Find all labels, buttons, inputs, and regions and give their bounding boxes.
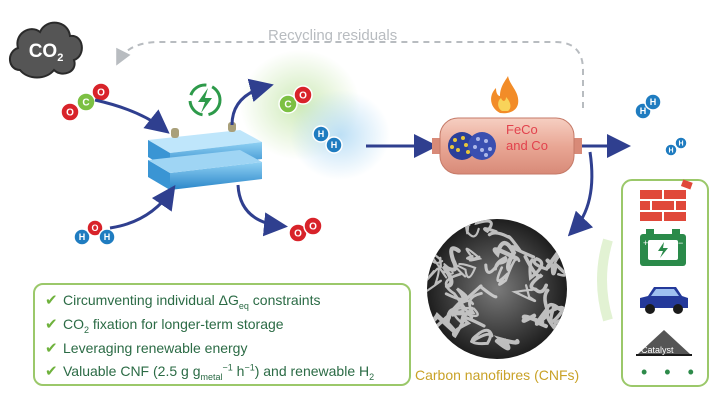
catalyst-label: Catalyst [641, 345, 674, 355]
cnf-label: Carbon nanofibres (CNFs) [415, 367, 580, 383]
recycle-label: Recycling residuals [268, 27, 398, 44]
svg-text:H: H [331, 140, 338, 150]
reactor-catalyst-label: FeCo and Co [506, 122, 548, 154]
fibre-strand [444, 272, 474, 319]
car-icon [640, 287, 688, 314]
fibre-strand [461, 219, 498, 234]
fibre-strand [427, 219, 446, 237]
benefit-item: ✔CO2 fixation for longer-term storage [45, 316, 284, 335]
fibre-strand [493, 335, 520, 351]
battery-icon: + − [640, 229, 686, 266]
fibre-strand [427, 267, 442, 297]
benefit-item: ✔Valuable CNF (2.5 g gmetal−1 h−1) and r… [45, 362, 375, 382]
atom-h [674, 136, 688, 150]
benefit-item: ✔Leveraging renewable energy [45, 340, 248, 357]
fibre-strand [470, 328, 494, 346]
svg-text:O: O [309, 222, 317, 233]
atom-c [76, 92, 96, 112]
glow-blue [290, 90, 390, 180]
fibre-strand [553, 313, 567, 338]
flame-icon [491, 76, 519, 114]
check-icon: ✔ [45, 363, 58, 380]
fibre-strand [528, 257, 549, 281]
fibre-strand [441, 246, 461, 289]
arrow-cnf-out [567, 151, 594, 237]
arrow-co2-in [94, 98, 170, 134]
reactor-icon [432, 117, 582, 175]
h2o-molecule-icon: HOH [73, 219, 116, 246]
svg-text:+: + [643, 238, 648, 248]
atom-o [303, 216, 323, 236]
fibre-strand [524, 219, 563, 230]
fibre-strand [465, 247, 483, 262]
o2-molecule-icon: OO [288, 216, 323, 243]
atom-h [325, 136, 343, 154]
atom-h [644, 93, 662, 111]
atom-c [278, 94, 298, 114]
svg-text:C: C [82, 98, 89, 109]
svg-text:CO2: CO2 [29, 41, 64, 64]
benefit-item: ✔Circumventing individual ΔGeq constrain… [45, 292, 321, 311]
fibre-strand [492, 240, 519, 272]
atom-h [312, 125, 330, 143]
atom-o [293, 85, 313, 105]
atom-h [73, 228, 91, 246]
fibre-strand [449, 292, 483, 316]
brick-wall-icon [640, 179, 693, 221]
atom-h [664, 143, 678, 157]
cnf-micrograph [427, 219, 567, 359]
svg-text:O: O [294, 229, 302, 240]
fibre-strand [454, 262, 477, 279]
arrow-h2o-in [109, 185, 176, 230]
atom-h [98, 228, 116, 246]
svg-text:H: H [318, 129, 325, 139]
co2-molecule-icon: OCO [60, 82, 111, 122]
fibre-strand [484, 255, 508, 274]
svg-text:H: H [678, 140, 683, 147]
fibre-strand [496, 256, 521, 286]
co2-cloud-icon: CO2 [9, 21, 83, 79]
check-icon: ✔ [45, 340, 58, 357]
h2-molecule-icon-2: HH [634, 93, 662, 120]
fibre-strand [545, 247, 563, 276]
arrow-co-out [230, 78, 274, 126]
reactor-label-line-2: and Co [506, 138, 548, 153]
arrow-o2-out [236, 184, 288, 237]
benefits-box: ✔Circumventing individual ΔGeq constrain… [33, 283, 411, 386]
h2-molecule-icon-1: HH [312, 125, 343, 154]
svg-text:O: O [91, 223, 98, 233]
applications-panel: + − [597, 179, 709, 387]
fibre-strand [545, 305, 565, 330]
electrolyser-stack-icon [148, 122, 262, 190]
atom-o [86, 219, 104, 237]
catalyst-icon [636, 330, 692, 356]
svg-text:−: − [678, 238, 683, 248]
svg-text:H: H [668, 147, 673, 154]
svg-text:C: C [284, 100, 291, 111]
svg-text:H: H [104, 232, 111, 242]
recycle-arrow [116, 41, 584, 108]
fibre-strand [427, 250, 454, 279]
svg-text:O: O [66, 108, 74, 119]
fibre-strand [545, 340, 567, 357]
svg-text:O: O [299, 91, 307, 102]
fibre-strand [521, 313, 548, 329]
svg-text:H: H [79, 232, 86, 242]
svg-text:O: O [97, 88, 105, 99]
more-applications-dots: • • • [641, 362, 700, 382]
renewable-power-icon [188, 83, 222, 117]
h2-molecule-icon-3: HH [664, 136, 688, 157]
reactor-label-line-1: FeCo [506, 122, 538, 137]
check-icon: ✔ [45, 316, 58, 333]
check-icon: ✔ [45, 292, 58, 309]
atom-o [60, 102, 80, 122]
fibre-strand [511, 284, 537, 303]
svg-text:H: H [650, 97, 657, 107]
svg-text:H: H [640, 106, 647, 116]
co-molecule-icon: CO [278, 85, 313, 114]
